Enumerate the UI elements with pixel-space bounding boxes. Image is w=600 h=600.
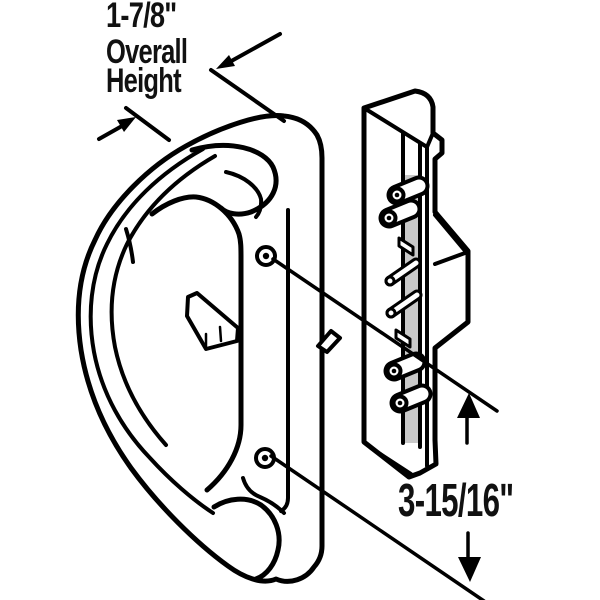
extension-line-upper xyxy=(271,257,499,413)
plate-bottom-hook-line xyxy=(241,476,286,515)
plate-front-right-edge xyxy=(279,208,290,513)
grip-bottom-boss xyxy=(211,496,282,582)
screw-post-1 xyxy=(386,175,430,206)
arrowhead-top xyxy=(216,55,235,69)
screw-post-4 xyxy=(389,383,433,414)
guide-rod-2 xyxy=(385,289,423,319)
grip-highlight-line-1 xyxy=(88,147,215,515)
door-handle-assembly xyxy=(75,113,342,584)
top-corner-edge xyxy=(425,131,435,149)
witness-line-top xyxy=(209,68,286,123)
handle-outline xyxy=(75,113,325,584)
grip-top-curl-outer xyxy=(189,142,279,217)
leader-line-bottom xyxy=(97,124,124,141)
grip-inner-edge xyxy=(149,194,244,493)
bump-notch-line-1 xyxy=(433,213,468,254)
bracket-tab-2 xyxy=(394,328,412,349)
mounting-plate-outline xyxy=(361,88,471,480)
extension-line-lower xyxy=(269,454,486,600)
overall-height-value-text: 1-7/8" xyxy=(106,0,176,35)
arrowhead-bottom xyxy=(117,117,136,132)
guide-rod-1 xyxy=(384,257,422,287)
overall-height-label: 1-7/8" Overall Height xyxy=(106,0,188,100)
overall-height-word1-text: Overall xyxy=(106,34,187,71)
latch-mounting-plate xyxy=(361,88,471,480)
overall-height-dimension xyxy=(97,32,286,142)
up-arrowhead xyxy=(457,393,480,418)
grip-highlight-line-3 xyxy=(124,227,135,264)
grip-top-curl-inner xyxy=(224,170,264,219)
spindle-stub xyxy=(316,329,342,354)
grip-highlight-line-2 xyxy=(109,154,217,447)
leader-line-top xyxy=(224,32,282,66)
overall-height-word2-text: Height xyxy=(106,63,182,100)
down-arrowhead xyxy=(458,557,481,582)
bracket-tab-1 xyxy=(397,236,415,257)
top-face-edge xyxy=(362,106,429,149)
screw-post-3 xyxy=(383,351,427,382)
bump-notch-line-2 xyxy=(433,251,467,266)
bottom-face-edge xyxy=(369,446,413,476)
screw-post-2 xyxy=(378,198,422,229)
screw-hole-top xyxy=(255,245,277,267)
witness-line-bottom xyxy=(124,106,171,142)
hole-spacing-value-text: 3-15/16" xyxy=(398,475,513,526)
thumb-latch-lever xyxy=(185,291,240,351)
hole-spacing-dimension xyxy=(269,257,499,600)
